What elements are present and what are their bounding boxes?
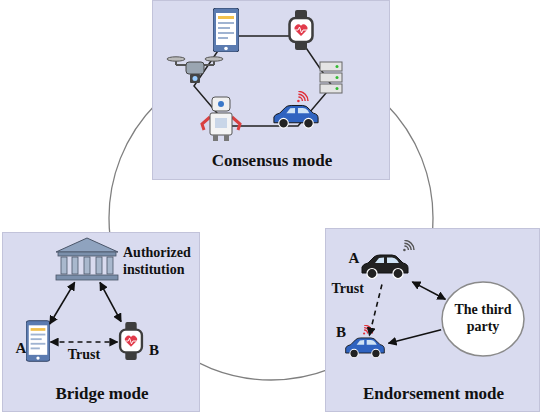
- server-light: [336, 76, 339, 79]
- robot-panel: [215, 118, 227, 128]
- car-icon: [362, 255, 408, 279]
- node-ellipse: [442, 282, 524, 356]
- drone-rotor: [167, 57, 185, 61]
- institution-column: [96, 257, 102, 274]
- mode-panel: Endorsement mode A B The third party: [325, 228, 540, 412]
- server-icon: [320, 62, 342, 93]
- node-text: A: [348, 249, 360, 267]
- connector: [369, 284, 382, 335]
- consensus-hexagon: [194, 36, 332, 126]
- institution-node: Authorized institution: [57, 239, 119, 281]
- drone-lens: [193, 76, 198, 81]
- drone-body: [186, 62, 204, 74]
- connector: [388, 330, 441, 344]
- institution-column: [107, 257, 113, 274]
- institution-column: [61, 257, 67, 274]
- drone-post: [213, 60, 215, 65]
- third-party-circle: The third party: [441, 281, 525, 357]
- car-icon: [346, 338, 385, 358]
- node-text: A: [15, 339, 27, 357]
- wifi-icon: [403, 240, 414, 251]
- node-text: B: [335, 323, 347, 341]
- server-light: [336, 87, 339, 90]
- car-icon: [274, 105, 318, 128]
- node-text: Endorsement mode: [326, 384, 541, 404]
- mode-panel: Consensus mode: [152, 0, 390, 180]
- watch-icon: [120, 322, 142, 360]
- robot-leg: [224, 135, 229, 141]
- drone-icon: [167, 57, 223, 83]
- connector: [100, 282, 121, 321]
- institution-base: [56, 275, 118, 280]
- node-text: The third party: [448, 302, 518, 336]
- node-text: Authorized institution: [123, 245, 207, 279]
- robot-arm: [232, 117, 240, 130]
- connector: [412, 282, 445, 299]
- phone-icon: [213, 8, 239, 52]
- institution-roof: [56, 238, 118, 252]
- institution-column: [72, 257, 78, 274]
- institution-icon: [56, 238, 118, 280]
- robot-head: [212, 97, 230, 111]
- robot-eye: [218, 101, 224, 107]
- watch-icon: [290, 10, 313, 50]
- server-unit: [320, 73, 342, 82]
- node-text: Bridge mode: [3, 384, 201, 404]
- wifi-icon: [363, 325, 373, 335]
- robot-leg: [213, 135, 218, 141]
- institution-column: [84, 257, 90, 274]
- connector: [50, 282, 75, 324]
- wifi-icon: [297, 91, 308, 102]
- server-unit: [320, 84, 342, 93]
- drone-camera: [190, 74, 200, 83]
- vehicle-node: B: [345, 337, 387, 361]
- device-node: A: [29, 321, 49, 363]
- institution-beam: [58, 252, 116, 256]
- robot-body: [210, 113, 232, 135]
- robot-icon: [202, 97, 240, 141]
- robot-arm: [202, 117, 210, 130]
- drone-post: [175, 60, 177, 65]
- node-text: Consensus mode: [153, 151, 391, 171]
- device-node: B: [119, 323, 145, 361]
- server-light: [336, 65, 339, 68]
- drone-rotor: [205, 57, 223, 61]
- server-unit: [320, 62, 342, 71]
- vehicle-node: A: [361, 253, 411, 283]
- drone-arm: [176, 64, 214, 66]
- node-text: B: [147, 341, 161, 359]
- mode-panel: Bridge modeAuthorized institutionAB: [2, 232, 200, 412]
- phone-icon: [26, 321, 50, 362]
- connector: [51, 341, 118, 343]
